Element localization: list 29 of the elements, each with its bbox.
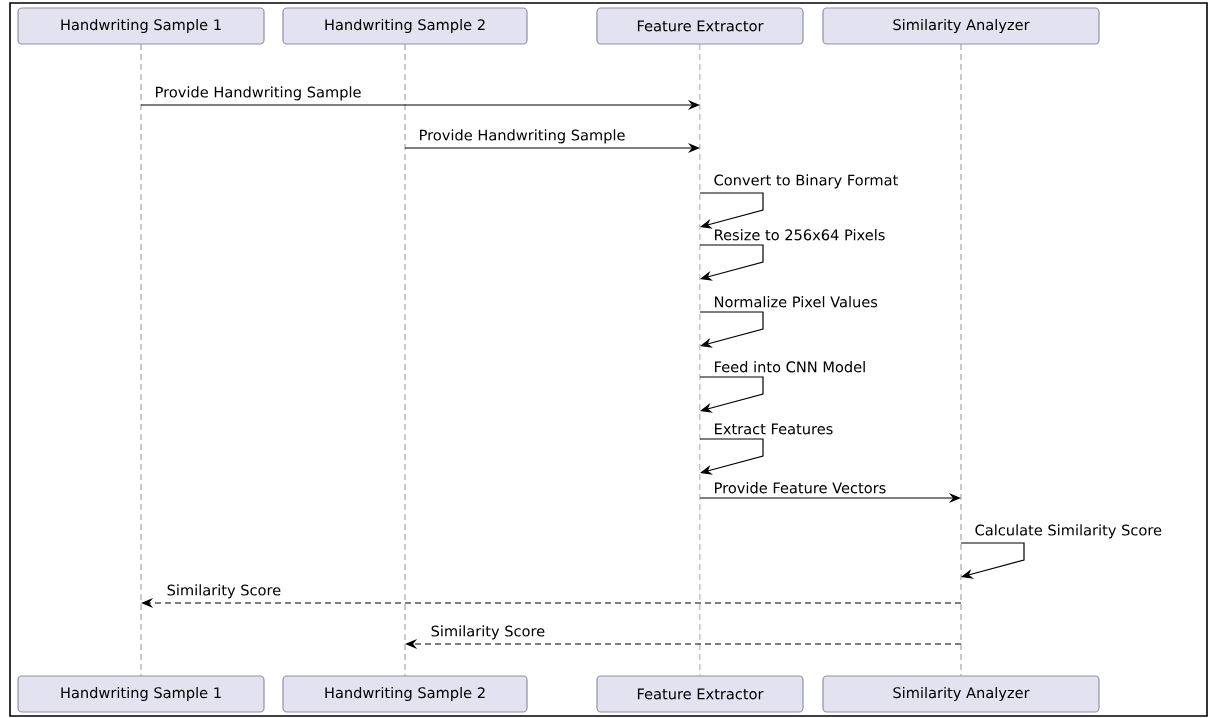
- message-label: Extract Features: [712, 422, 835, 436]
- message-label: Resize to 256x64 Pixels: [712, 227, 887, 242]
- self-message-arrow: [699, 311, 764, 348]
- participant-box: Handwriting Sample 2: [282, 675, 528, 713]
- message-label: Provide Handwriting Sample: [153, 85, 363, 102]
- participant-box: Feature Extractor: [596, 7, 804, 45]
- lifeline: [404, 44, 406, 676]
- participant-box: Handwriting Sample 1: [17, 675, 265, 713]
- lifeline: [699, 44, 701, 676]
- self-message-arrow: [699, 376, 764, 413]
- lifeline: [140, 44, 142, 676]
- message-label: Provide Handwriting Sample: [417, 128, 627, 145]
- message-label: Feed into CNN Model: [712, 359, 868, 374]
- message-label: Calculate Similarity Score: [973, 523, 1164, 540]
- participant-box: Similarity Analyzer: [822, 675, 1100, 713]
- self-message-arrow: [699, 192, 764, 229]
- participant-box: Handwriting Sample 2: [282, 7, 528, 45]
- message-label: Similarity Score: [165, 583, 283, 600]
- message-label: Similarity Score: [429, 624, 547, 641]
- message-label: Convert to Binary Format: [712, 173, 900, 190]
- participant-box: Similarity Analyzer: [822, 7, 1100, 45]
- self-message-arrow: [699, 244, 764, 281]
- message-label: Provide Feature Vectors: [712, 480, 888, 495]
- message-label: Normalize Pixel Values: [712, 294, 880, 309]
- lifeline: [960, 44, 962, 676]
- self-message-arrow: [960, 542, 1025, 579]
- participant-box: Handwriting Sample 1: [17, 7, 265, 45]
- participant-box: Feature Extractor: [596, 675, 804, 713]
- self-message-arrow: [699, 438, 764, 475]
